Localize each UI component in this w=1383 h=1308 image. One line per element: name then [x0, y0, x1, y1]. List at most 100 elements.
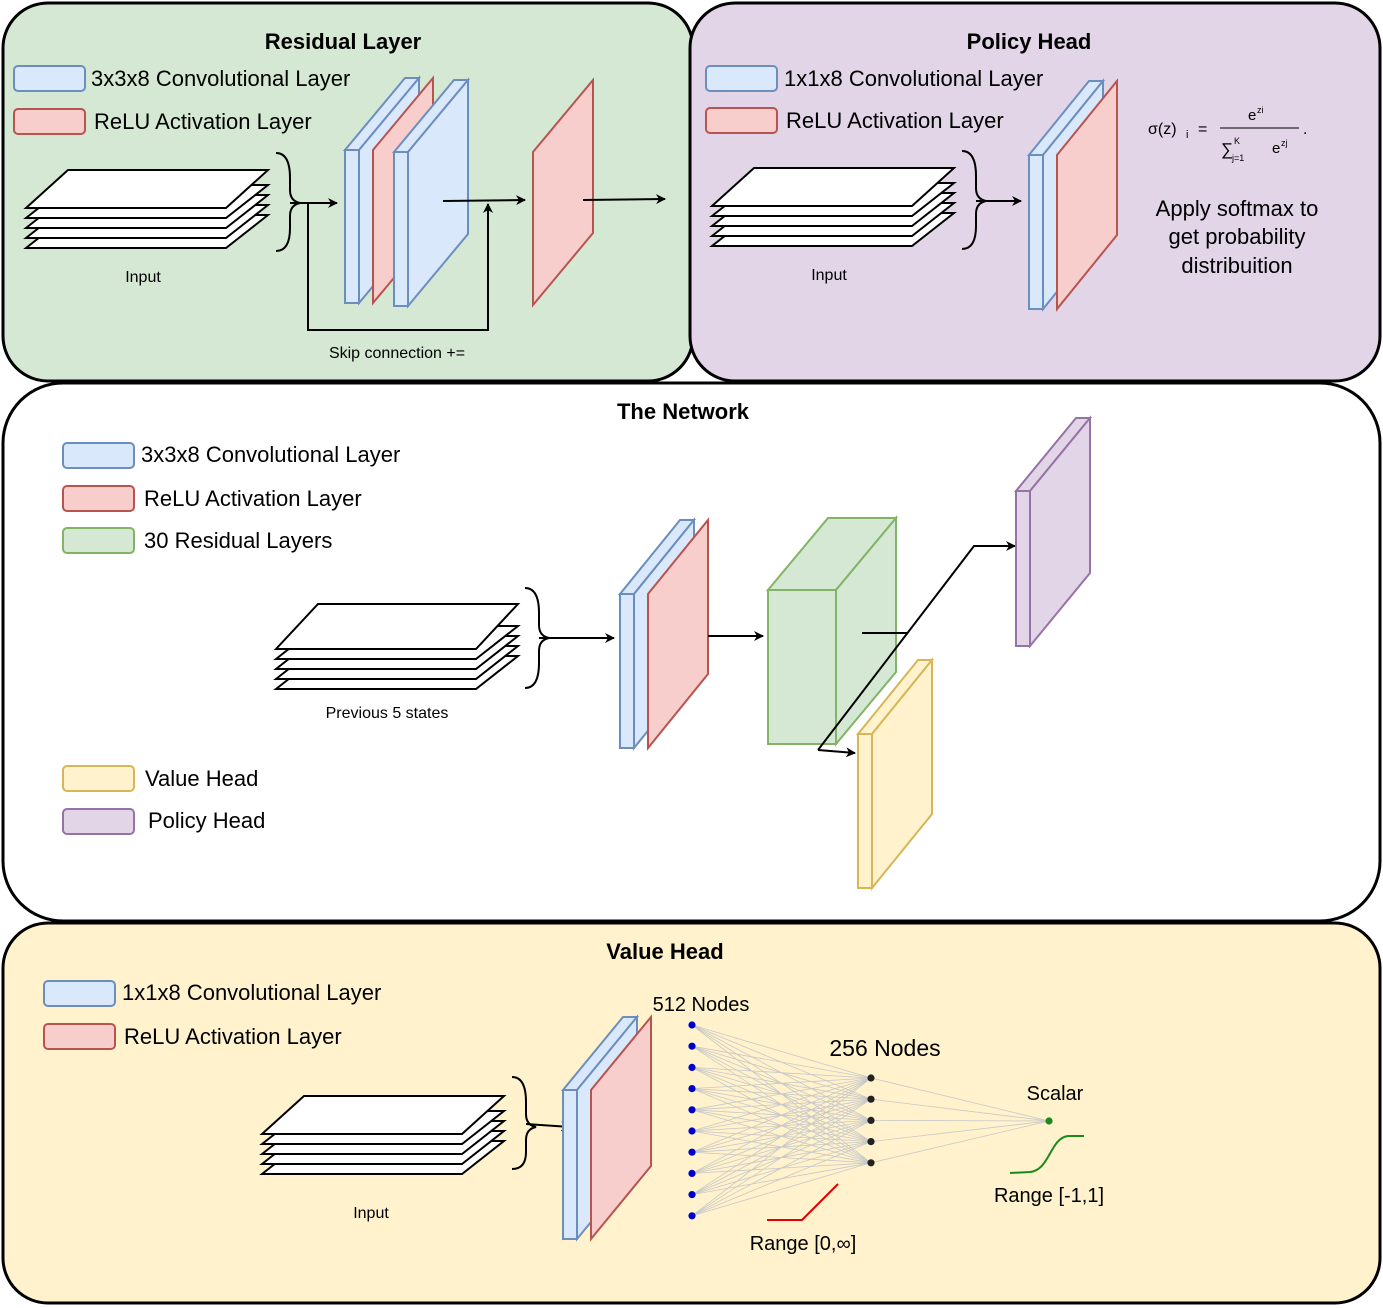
input-label: Previous 5 states — [326, 705, 449, 722]
nn-edge — [691, 1098, 872, 1217]
formula-eq: = — [1198, 121, 1207, 138]
nn-edge — [870, 1098, 1050, 1122]
nn-edge — [691, 1162, 872, 1217]
legend-conv-label: 3x3x8 Convolutional Layer — [91, 66, 350, 91]
value-head-title: Value Head — [606, 939, 723, 964]
nn-node-512 — [688, 1063, 696, 1071]
nn-edge — [691, 1077, 872, 1153]
legend-residual-label: 30 Residual Layers — [144, 528, 332, 553]
nn-node-512 — [688, 1148, 696, 1156]
nn-node-512 — [688, 1127, 696, 1135]
legend-conv-label: 1x1x8 Convolutional Layer — [122, 980, 381, 1005]
relu-layer-block — [590, 1014, 652, 1242]
legend-conv-swatch — [13, 65, 86, 92]
legend-relu-swatch — [43, 1023, 116, 1050]
formula-lhs: σ(z) — [1148, 121, 1177, 138]
legend-residual-swatch — [62, 527, 135, 554]
input-label: Input — [811, 267, 847, 284]
conv-layer-block-2 — [391, 77, 471, 309]
value-head-block — [855, 657, 935, 891]
legend-conv-swatch — [705, 65, 778, 92]
formula-denominator: e — [1272, 140, 1280, 157]
nn-edge — [691, 1077, 872, 1195]
relu-curve-icon — [767, 1183, 839, 1221]
residual-layer-panel: Residual Layer 3x3x8 Convolutional Layer… — [1, 1, 695, 383]
legend-relu-label: ReLU Activation Layer — [786, 108, 1004, 133]
nn-node-256 — [867, 1074, 875, 1082]
skip-connection-arrow — [307, 203, 493, 331]
range-relu-label: Range [0,∞] — [750, 1233, 857, 1255]
conv-to-relu-arrow — [442, 195, 526, 206]
legend-policy-swatch — [62, 808, 135, 835]
nn-edge — [870, 1120, 1050, 1142]
formula-numerator-sup: zi — [1257, 105, 1264, 115]
relu-layer-block — [647, 517, 709, 751]
softmax-formula: σ(z) i = e zi ∑ K j=1 e zj . — [1148, 105, 1307, 163]
nn-edge — [691, 1024, 872, 1079]
legend-conv-label: 1x1x8 Convolutional Layer — [784, 66, 1043, 91]
legend-conv-swatch — [43, 980, 116, 1007]
input-label: Input — [353, 1205, 389, 1222]
nn-node-512 — [688, 1085, 696, 1093]
legend-conv-swatch — [62, 442, 135, 469]
formula-sigma-bottom: j=1 — [1231, 153, 1244, 163]
legend-relu-label: ReLU Activation Layer — [124, 1024, 342, 1049]
softmax-description-line2: get probability — [1169, 224, 1306, 249]
tanh-curve-icon — [1009, 1135, 1084, 1174]
residual-layers-block — [765, 515, 899, 747]
to-value-head-arrow — [817, 747, 856, 758]
network-panel: The Network 3x3x8 Convolutional Layer Re… — [1, 381, 1382, 923]
nn-edge — [691, 1120, 872, 1217]
nn-node-512 — [688, 1212, 696, 1220]
nn-edge — [691, 1067, 872, 1079]
output-arrow — [582, 194, 666, 205]
nodes-512-label: 512 Nodes — [653, 994, 750, 1016]
input-label: Input — [125, 269, 161, 286]
nn-node-512 — [688, 1169, 696, 1177]
legend-relu-swatch — [13, 108, 86, 135]
policy-head-block — [1013, 415, 1093, 649]
nn-edge — [691, 1077, 872, 1111]
residual-layer-title: Residual Layer — [265, 29, 422, 54]
legend-policy-label: Policy Head — [148, 808, 265, 833]
nn-edge — [870, 1120, 1050, 1122]
nn-node-512 — [688, 1191, 696, 1199]
policy-head-panel: Policy Head 1x1x8 Convolutional Layer Re… — [688, 1, 1382, 383]
input-stack — [23, 169, 271, 249]
legend-relu-swatch — [62, 485, 135, 512]
nn-node-512 — [688, 1042, 696, 1050]
network-title: The Network — [617, 399, 750, 424]
relu-layer-block — [1056, 78, 1118, 312]
policy-head-title: Policy Head — [967, 29, 1092, 54]
input-stack — [273, 603, 521, 690]
nn-edge — [691, 1077, 872, 1089]
softmax-description-line3: distribuition — [1181, 253, 1292, 278]
nn-edge — [691, 1077, 872, 1132]
nn-node-256 — [867, 1116, 875, 1124]
nodes-256-label: 256 Nodes — [829, 1035, 940, 1061]
nn-edge — [870, 1077, 1050, 1122]
legend-conv-label: 3x3x8 Convolutional Layer — [141, 442, 400, 467]
range-tanh-label: Range [-1,1] — [994, 1185, 1104, 1207]
nn-node-256 — [867, 1095, 875, 1103]
formula-denominator-sup: zj — [1281, 138, 1288, 148]
relu-output-block — [532, 77, 594, 308]
nn-node-scalar — [1045, 1117, 1053, 1125]
nn-connections — [691, 1024, 1050, 1217]
input-brace — [511, 1076, 537, 1170]
to-policy-head-arrow — [817, 541, 1016, 751]
input-stack — [709, 167, 957, 247]
scalar-label: Scalar — [1027, 1083, 1084, 1105]
nn-edge — [691, 1141, 872, 1217]
nn-edge — [691, 1045, 872, 1079]
nn-node-256 — [867, 1138, 875, 1146]
nn-nodes — [688, 1021, 1053, 1220]
legend-relu-label: ReLU Activation Layer — [144, 486, 362, 511]
skip-connection-label: Skip connection += — [329, 345, 465, 362]
nn-node-512 — [688, 1021, 696, 1029]
formula-numerator: e — [1248, 107, 1256, 124]
nn-edge — [870, 1120, 1050, 1164]
legend-relu-swatch — [705, 107, 778, 134]
legend-value-label: Value Head — [145, 766, 258, 791]
